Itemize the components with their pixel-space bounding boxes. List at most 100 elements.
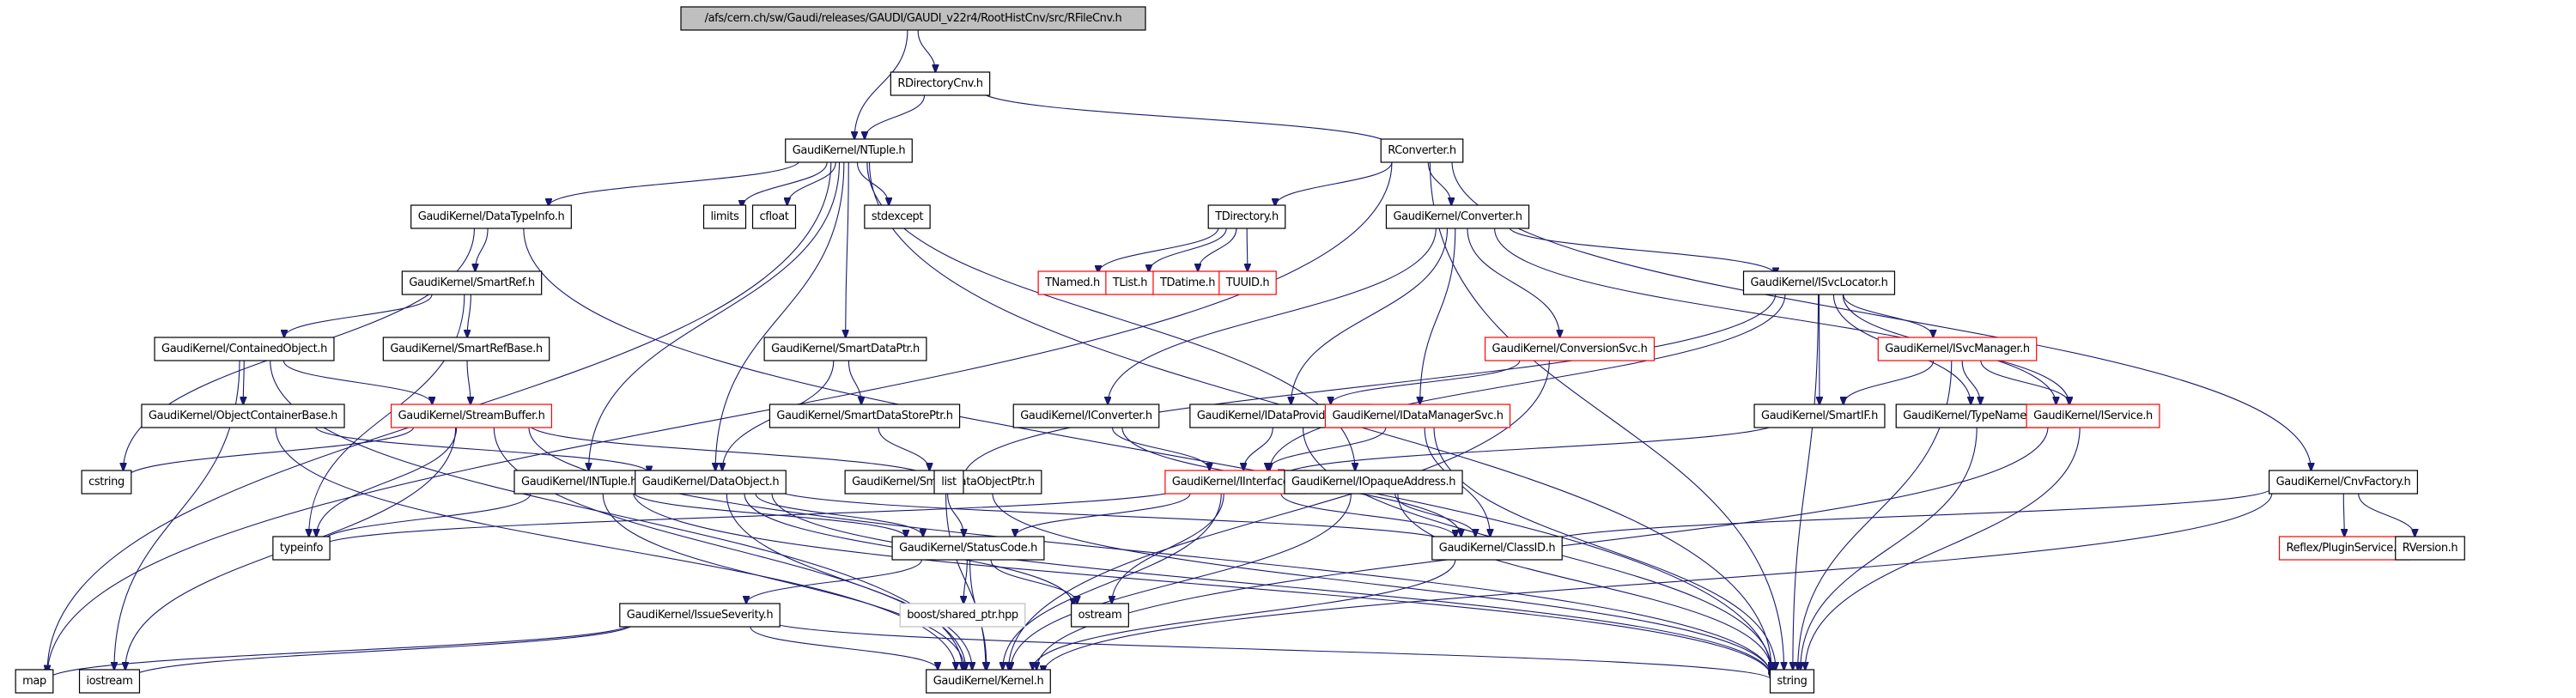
node-box-root[interactable] [680,6,1146,31]
node-tdirectory[interactable]: TDirectory.h [1207,204,1286,229]
node-box-string[interactable] [1769,669,1815,694]
node-tlist[interactable]: TList.h [1105,270,1155,295]
node-box-isvclocator[interactable] [1742,270,1896,295]
node-box-iinterface[interactable] [1164,470,1307,495]
node-box-rversion[interactable] [2395,536,2465,561]
node-box-cnvfactory[interactable] [2269,470,2418,495]
node-list[interactable]: list [933,470,964,495]
node-issueseverity[interactable]: GaudiKernel/IssueSeverity.h [619,603,781,628]
node-box-kernel[interactable] [926,669,1051,694]
node-label-smartrefbase: GaudiKernel/SmartRefBase.h [390,343,542,355]
edge-root-to-ntuple [854,29,908,139]
node-box-smartref[interactable] [401,270,543,295]
node-map[interactable]: map [15,669,54,694]
node-label-smartref: GaudiKernel/SmartRef.h [409,276,534,289]
node-box-datatypeinfo[interactable] [410,204,572,229]
node-cnvfactory[interactable]: GaudiKernel/CnvFactory.h [2269,470,2418,495]
node-smartref[interactable]: GaudiKernel/SmartRef.h [401,270,543,295]
node-tnamed[interactable]: TNamed.h [1037,270,1108,295]
node-streambuffer[interactable]: GaudiKernel/StreamBuffer.h [390,404,553,428]
node-statuscode[interactable]: GaudiKernel/StatusCode.h [891,536,1045,561]
node-box-pluginservice[interactable] [2278,536,2411,561]
node-smartdataptr[interactable]: GaudiKernel/SmartDataPtr.h [763,337,927,361]
node-objcontainerbase[interactable]: GaudiKernel/ObjectContainerBase.h [141,404,345,428]
node-iinterface[interactable]: GaudiKernel/IInterface.h [1164,470,1307,495]
node-isvcmanager[interactable]: GaudiKernel/ISvcManager.h [1877,337,2038,361]
node-iconverter[interactable]: GaudiKernel/IConverter.h [1012,404,1160,428]
node-classid[interactable]: GaudiKernel/ClassID.h [1431,536,1563,561]
node-typeinfo[interactable]: typeinfo [272,536,331,561]
node-cstring[interactable]: cstring [81,470,132,495]
node-box-smartdataptr[interactable] [763,337,927,361]
edge-intuple-to-typeinfo [320,493,532,543]
edge-datatypeinfo-to-smartref [475,228,489,271]
node-rconv[interactable]: RConverter.h [1380,138,1464,163]
node-box-issueseverity[interactable] [619,603,781,628]
node-box-dataobject[interactable] [635,470,787,495]
node-box-limits[interactable] [702,204,747,229]
node-iostream[interactable]: iostream [78,669,141,694]
node-ntuple[interactable]: GaudiKernel/NTuple.h [785,138,913,163]
node-limits[interactable]: limits [702,204,747,229]
node-smartdatastoreptr[interactable]: GaudiKernel/SmartDataStorePtr.h [769,404,961,428]
node-smartrefbase[interactable]: GaudiKernel/SmartRefBase.h [382,337,550,361]
node-ostream[interactable]: ostream [1071,603,1129,628]
node-box-iservice[interactable] [2026,404,2160,428]
node-box-objcontainerbase[interactable] [141,404,345,428]
node-box-rdircnv[interactable] [890,71,991,96]
node-box-rconv[interactable] [1380,138,1464,163]
node-isvclocator[interactable]: GaudiKernel/ISvcLocator.h [1742,270,1896,295]
node-box-streambuffer[interactable] [390,404,553,428]
node-pluginservice[interactable]: Reflex/PluginService.h [2278,536,2411,561]
node-converter[interactable]: GaudiKernel/Converter.h [1385,204,1530,229]
node-tuuid[interactable]: TUUID.h [1218,270,1277,295]
node-string[interactable]: string [1769,669,1815,694]
node-box-tlist[interactable] [1105,270,1155,295]
node-box-iostream[interactable] [78,669,141,694]
node-box-typeinfo[interactable] [272,536,331,561]
node-box-cfloat[interactable] [751,204,797,229]
node-box-idatamanagersvc[interactable] [1324,404,1511,428]
node-rdircnv[interactable]: RDirectoryCnv.h [890,71,991,96]
node-box-conversionsvc[interactable] [1484,337,1656,361]
node-dataobject[interactable]: GaudiKernel/DataObject.h [635,470,787,495]
node-root[interactable]: /afs/cern.ch/sw/Gaudi/releases/GAUDI/GAU… [680,6,1146,31]
node-box-smartif[interactable] [1753,404,1886,428]
node-conversionsvc[interactable]: GaudiKernel/ConversionSvc.h [1484,337,1656,361]
node-box-classid[interactable] [1431,536,1563,561]
node-box-intuple[interactable] [513,470,645,495]
node-iservice[interactable]: GaudiKernel/IService.h [2026,404,2160,428]
node-rversion[interactable]: RVersion.h [2395,536,2465,561]
node-box-iopaqueaddress[interactable] [1284,470,1463,495]
node-box-tdatime[interactable] [1152,270,1223,295]
node-box-tnamed[interactable] [1037,270,1108,295]
node-box-map[interactable] [15,669,54,694]
node-tdatime[interactable]: TDatime.h [1152,270,1223,295]
node-box-smartdatastoreptr[interactable] [769,404,961,428]
node-smartif[interactable]: GaudiKernel/SmartIF.h [1753,404,1886,428]
node-box-isvcmanager[interactable] [1877,337,2038,361]
node-idatamanagersvc[interactable]: GaudiKernel/IDataManagerSvc.h [1324,404,1511,428]
node-box-iconverter[interactable] [1012,404,1160,428]
node-box-cstring[interactable] [81,470,132,495]
node-box-tuuid[interactable] [1218,270,1277,295]
node-box-converter[interactable] [1385,204,1530,229]
node-box-ntuple[interactable] [785,138,913,163]
node-stdexcept[interactable]: stdexcept [864,204,931,229]
node-kernel[interactable]: GaudiKernel/Kernel.h [926,669,1051,694]
node-box-containedobject[interactable] [154,337,335,361]
node-sharedptr[interactable]: boost/shared_ptr.hpp [899,603,1026,628]
node-box-stdexcept[interactable] [864,204,931,229]
edge-statuscode-to-issueseverity [746,559,922,604]
node-intuple[interactable]: GaudiKernel/INTuple.h [513,470,645,495]
node-cfloat[interactable]: cfloat [751,204,797,229]
node-box-statuscode[interactable] [891,536,1045,561]
node-box-sharedptr[interactable] [899,603,1026,628]
node-box-ostream[interactable] [1071,603,1129,628]
node-containedobject[interactable]: GaudiKernel/ContainedObject.h [154,337,335,361]
node-datatypeinfo[interactable]: GaudiKernel/DataTypeInfo.h [410,204,572,229]
node-box-smartrefbase[interactable] [382,337,550,361]
node-box-list[interactable] [933,470,964,495]
node-box-tdirectory[interactable] [1207,204,1286,229]
node-iopaqueaddress[interactable]: GaudiKernel/IOpaqueAddress.h [1284,470,1463,495]
